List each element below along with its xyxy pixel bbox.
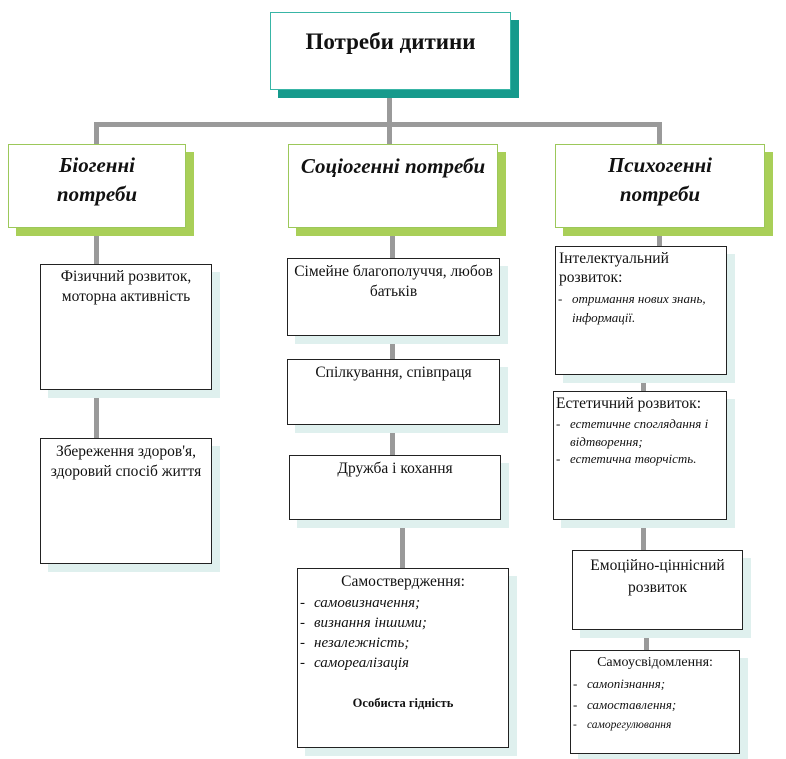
list-item: самоставлення; — [573, 694, 737, 715]
socio-item-self-assertion: Самоствердження: самовизначення; визнанн… — [297, 568, 509, 748]
socio-item-communication-text: Спілкування, співпраця — [315, 364, 472, 381]
connector-psycho-1 — [657, 228, 662, 246]
psycho-item-aesthetic-title: Естетичний розвиток: — [556, 395, 702, 412]
connector-socio-2 — [390, 336, 395, 360]
psycho-item-emotional: Емоційно-ціннісний розвиток — [572, 550, 743, 630]
socio-item-family-text: Сімейне благополуччя, любов батьків — [294, 263, 493, 300]
self-assertion-list: самовизначення; визнання іншими; незалеж… — [300, 593, 504, 673]
category-sociogenic-label: Соціогенні потреби — [300, 154, 486, 178]
socio-item-friendship: Дружба і кохання — [289, 455, 501, 520]
psycho-item-aesthetic: Естетичний розвиток: естетичне споглядан… — [553, 391, 727, 520]
list-item: визнання іншими; — [300, 613, 504, 633]
connector-socio-3 — [390, 425, 395, 455]
root-title: Потреби дитини — [305, 29, 476, 54]
list-item: естетичне споглядання і відтворення; — [556, 415, 724, 450]
socio-item-friendship-text: Дружба і кохання — [337, 460, 453, 477]
bio-item-physical: Фізичний розвиток, моторна активність — [40, 264, 212, 390]
intellectual-list: отримання нових знань, інформації. — [558, 289, 724, 327]
socio-item-communication: Спілкування, співпраця — [287, 359, 500, 425]
root-box: Потреби дитини — [270, 12, 511, 90]
psycho-item-intellectual: Інтелектуальний розвиток: отримання нови… — [555, 246, 727, 375]
connector-psycho-top — [657, 122, 662, 144]
bio-item-physical-text: Фізичний розвиток, моторна активність — [60, 268, 192, 305]
list-item: незалежність; — [300, 633, 504, 653]
psycho-item-self-awareness-title: Самоусвідомлення: — [597, 655, 713, 670]
list-item: самопізнання; — [573, 673, 737, 694]
self-awareness-list: самопізнання; самоставлення; саморегулюв… — [573, 673, 737, 736]
connector-psycho-2 — [641, 375, 646, 391]
list-item: самореалізація — [300, 653, 504, 673]
connector-socio-top — [387, 122, 392, 144]
category-biogenic-label: Біогенні потреби — [56, 153, 138, 206]
connector-psycho-4 — [644, 630, 649, 650]
connector-psycho-3 — [641, 520, 646, 550]
psycho-item-intellectual-title: Інтелектуальний розвиток: — [559, 250, 669, 286]
category-psychogenic-label: Психогенні потреби — [607, 153, 713, 206]
self-assertion-footer: Особиста гідність — [352, 696, 454, 710]
list-item: естетична творчість. — [556, 450, 724, 468]
aesthetic-list: естетичне споглядання і відтворення; ест… — [556, 415, 724, 468]
list-item: самовизначення; — [300, 593, 504, 613]
socio-item-self-assertion-title: Самоствердження: — [341, 573, 465, 590]
bio-item-health: Збереження здоров'я, здоровий спосіб жит… — [40, 438, 212, 564]
category-biogenic: Біогенні потреби — [8, 144, 186, 228]
connector-socio-4 — [400, 520, 405, 568]
bio-item-health-text: Збереження здоров'я, здоровий спосіб жит… — [50, 443, 202, 480]
socio-item-family: Сімейне благополуччя, любов батьків — [287, 258, 500, 336]
category-psychogenic: Психогенні потреби — [555, 144, 765, 228]
list-item: отримання нових знань, інформації. — [558, 289, 724, 327]
connector-bio-1 — [94, 228, 99, 268]
category-sociogenic: Соціогенні потреби — [288, 144, 498, 228]
connector-bio-2 — [94, 390, 99, 440]
connector-socio-1 — [390, 228, 395, 260]
list-item: саморегулювання — [573, 715, 737, 736]
connector-root — [387, 92, 392, 127]
connector-bio-top — [94, 122, 99, 144]
psycho-item-emotional-text: Емоційно-ціннісний розвиток — [590, 557, 725, 596]
connector-horizontal — [94, 122, 662, 127]
psycho-item-self-awareness: Самоусвідомлення: самопізнання; самостав… — [570, 650, 740, 754]
